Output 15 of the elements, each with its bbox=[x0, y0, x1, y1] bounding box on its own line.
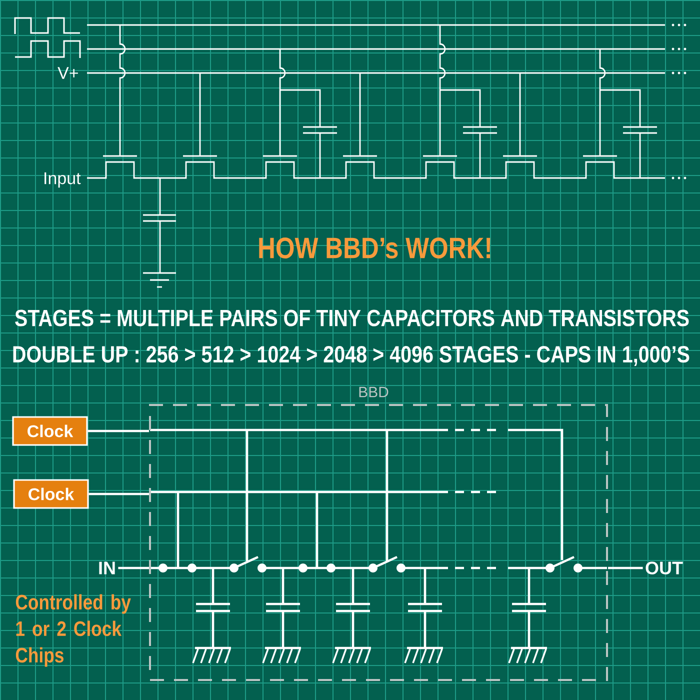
clock-box: Clock bbox=[12, 416, 88, 446]
wire bbox=[118, 566, 149, 570]
heading-text: DOUBLE UP : 256 > 512 > 1024 > 2048 > 4096 STAGES - CAPS IN 1,000’S bbox=[13, 346, 690, 366]
port-label: IN bbox=[99, 562, 115, 574]
pin-label: Input bbox=[44, 172, 81, 188]
pin-label: V+ bbox=[58, 67, 78, 79]
wire bbox=[88, 492, 149, 496]
title: HOW BBD’s WORK! bbox=[259, 238, 490, 258]
port-label: OUT bbox=[646, 562, 683, 574]
wire bbox=[608, 566, 643, 570]
note-text: Controlled by 1 or 2 Clock Chips bbox=[16, 594, 131, 667]
frame-title: BBD bbox=[359, 386, 388, 398]
clock-box: Clock bbox=[13, 479, 89, 509]
heading-text: STAGES = MULTIPLE PAIRS OF TINY CAPACITORS AND TRANSISTORS bbox=[15, 310, 689, 326]
wire bbox=[88, 430, 149, 432]
